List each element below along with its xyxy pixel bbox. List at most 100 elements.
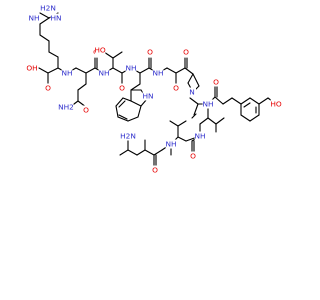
atom-label-o-thr: O [119,84,125,93]
molecule-svg: H2NNHHNOHONH2ONHONHHOONHOHNNHNOONHHOONHO… [26,3,282,175]
atom-label-background [182,47,190,57]
bond-line [240,114,251,122]
bond-line [48,51,59,58]
bond-line [144,149,155,156]
atom-label-hn-indole: HN [142,92,153,101]
atom-label-background [44,83,52,93]
atom-label-n-pro: N [189,88,195,97]
atom-label-background [270,99,282,109]
bond-line [153,149,163,156]
bond-line [118,114,128,120]
bond-line [77,83,87,91]
atom-label-nh2-amide: NH2 [58,103,74,112]
bond-line [199,117,209,125]
bond-line [169,120,179,127]
bond-line [189,97,199,105]
atom-label-h2n-leu: H2N [120,132,136,141]
bond-line [39,12,50,19]
bond-line [127,116,139,122]
atom-label-oh-thr: HO [94,46,106,55]
bond-line [112,67,123,74]
bond-line [187,73,194,84]
atom-label-background [194,131,206,141]
atom-label-h2n-top: H2N [40,4,56,13]
bond-line [119,149,129,156]
bond-line [38,67,49,74]
bond-line [117,116,129,122]
bond-line [118,100,126,108]
bond-line [127,149,138,156]
atom-label-background [188,87,196,97]
bond-line [139,67,150,74]
bond-line [193,103,199,116]
atom-label-hn-top: HN [50,14,61,23]
atom-label-o-pro: O [183,48,189,57]
bond-line [112,51,123,59]
atom-label-background [202,99,214,109]
atom-label-background [172,83,180,93]
bond-line [207,117,217,125]
bond-line [231,97,242,105]
bond-line [184,67,194,75]
atom-label-o-trp: O [147,48,153,57]
bond-line [85,67,96,74]
atom-label-nh-tyr: NH [202,100,213,109]
bond-line [177,120,187,127]
atom-label-o-amide: O [83,106,89,115]
bond-line [39,17,50,25]
bond-line [103,51,114,59]
atom-label-background [118,83,126,93]
bond-line [122,97,132,102]
atom-label-o-val2: O [152,166,158,175]
atom-label-nh-top: NH [28,14,39,23]
atom-label-o-pro2: O [173,84,179,93]
atom-label-background [189,151,197,161]
atom-label-nh-gln: NH [61,69,72,78]
atom-label-background [50,13,62,23]
bond-line [39,34,50,42]
atom-label-background [120,131,136,141]
atom-label-background [152,68,164,78]
atom-label-background [165,139,177,149]
bond-line [130,100,142,107]
atom-label-background [61,68,73,78]
atom-label-background [82,105,90,115]
atom-label-background [212,77,220,87]
atom-label-oh-acid: OH [26,64,37,73]
bond-line [258,97,269,105]
atom-label-background [98,68,110,78]
atom-label-nh-val1: NH [194,132,205,141]
bond-line [75,67,87,74]
bond-line [115,105,119,118]
bond-layer [38,12,277,167]
bond-line [137,105,142,118]
atom-label-o-tyr: O [213,78,219,87]
bond-line [166,67,177,74]
bond-line [215,117,225,125]
atom-label-background [142,91,154,101]
bond-line [177,136,187,142]
bond-line [175,67,186,74]
atom-label-nh-pro: NH [152,69,163,78]
atom-label-o-val1: O [190,152,196,161]
bond-line [249,97,260,105]
atom-label-background [26,63,38,73]
molecule-diagram: H2NNHHNOHONH2ONHONHHOONHOHNNHNOONHHOONHO… [26,3,282,175]
atom-label-oh-tyr: HO [270,100,282,109]
bond-line [191,113,197,119]
atom-label-background [58,102,74,112]
atom-label-background [94,45,106,55]
bond-line [192,73,200,87]
bond-line [136,149,146,156]
bond-line [214,96,224,105]
atom-label-nh-val2: NH [165,140,176,149]
atom-label-layer: H2NNHHNOHONH2ONHONHHOONHOHNNHNOONHHOONHO… [26,3,282,175]
bond-line [240,97,251,105]
atom-label-nh-trp: NH [125,64,136,73]
atom-label-background [146,47,154,57]
atom-label-background [125,63,137,73]
atom-label-background [40,3,56,13]
atom-label-background [28,13,40,23]
bond-line [222,97,233,105]
bond-line [249,114,260,122]
